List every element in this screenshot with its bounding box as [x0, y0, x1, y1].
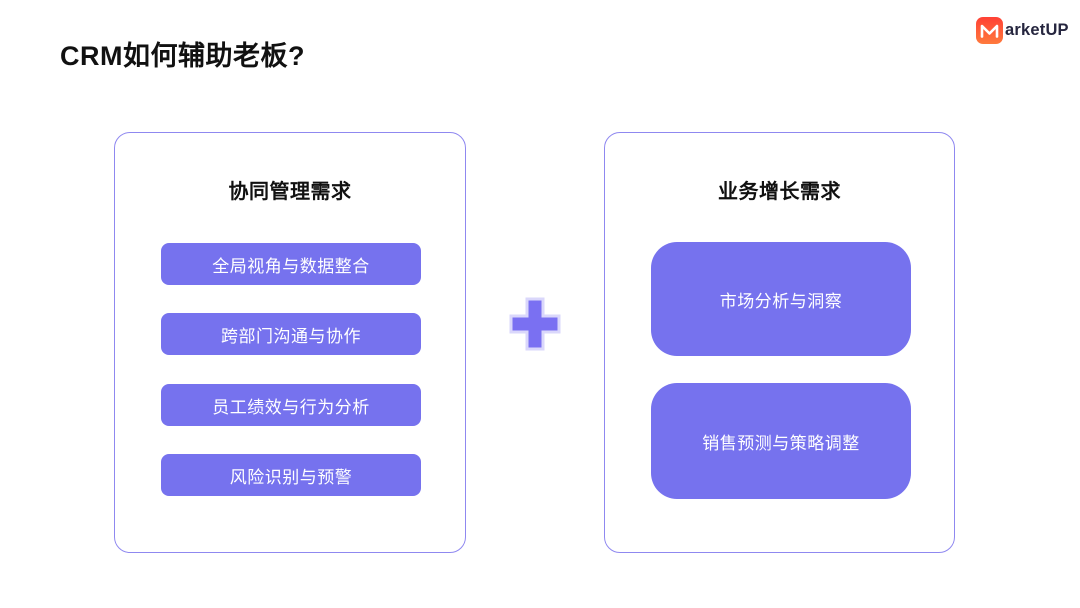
brand-logo: arketUP	[976, 17, 1069, 44]
logo-text: arketUP	[1005, 21, 1069, 39]
card-collaboration-needs: 协同管理需求 全局视角与数据整合 跨部门沟通与协作 员工绩效与行为分析 风险识别…	[114, 132, 466, 553]
pill-item: 销售预测与策略调整	[651, 383, 911, 499]
plus-icon	[509, 297, 561, 351]
card-growth-needs: 业务增长需求 市场分析与洞察 销售预测与策略调整	[604, 132, 955, 553]
page-title: CRM如何辅助老板?	[60, 41, 305, 71]
pill-item: 风险识别与预警	[161, 454, 421, 496]
card-title: 业务增长需求	[718, 181, 841, 203]
card-title: 协同管理需求	[228, 181, 352, 203]
pill-item: 市场分析与洞察	[651, 242, 911, 356]
marketup-m-icon	[976, 17, 1003, 44]
pill-item: 全局视角与数据整合	[161, 243, 421, 285]
pill-item: 跨部门沟通与协作	[161, 313, 421, 355]
pill-item: 员工绩效与行为分析	[161, 384, 421, 426]
